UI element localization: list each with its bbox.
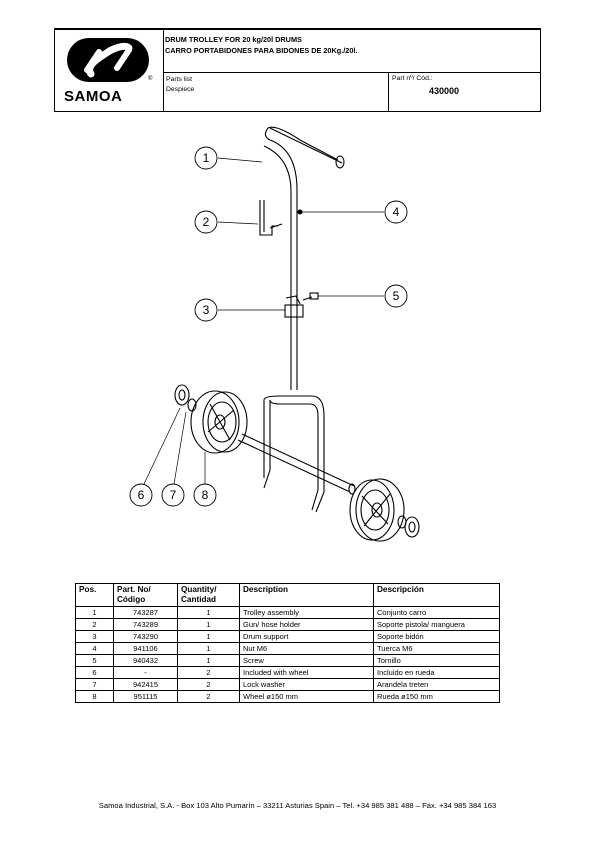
header-divider bbox=[163, 72, 540, 73]
callout-6: 6 bbox=[129, 483, 153, 507]
col-quantity: Quantity/Cantidad bbox=[177, 583, 240, 607]
registered-mark: ® bbox=[148, 76, 153, 82]
part-number: 430000 bbox=[429, 86, 460, 96]
callout-8-label: 8 bbox=[202, 488, 209, 502]
parts-table-header: Pos. Part. No/Código Quantity/Cantidad D… bbox=[75, 583, 500, 607]
callout-8: 8 bbox=[193, 483, 217, 507]
callout-5: 5 bbox=[384, 284, 408, 308]
callout-2-label: 2 bbox=[203, 215, 210, 229]
callout-4: 4 bbox=[384, 200, 408, 224]
header-vertical-divider bbox=[388, 72, 389, 111]
col-description: Description bbox=[239, 583, 374, 607]
callout-4-label: 4 bbox=[393, 205, 400, 219]
callout-bubbles: 1 2 3 4 5 6 7 8 bbox=[129, 146, 408, 507]
callout-6-label: 6 bbox=[138, 488, 145, 502]
parts-list-es: Despiece bbox=[166, 86, 195, 93]
callout-3: 3 bbox=[194, 298, 218, 322]
footer-contact: Samoa Industrial, S.A. - Box 103 Alto Pu… bbox=[98, 801, 497, 810]
col-part-no: Part. No/Código bbox=[113, 583, 178, 607]
col-pos: Pos. bbox=[75, 583, 114, 607]
brand-name: SAMOA bbox=[64, 88, 123, 105]
callout-1-label: 1 bbox=[203, 151, 210, 165]
title-spanish: CARRO PORTABIDONES PARA BIDONES DE 20Kg.… bbox=[165, 46, 358, 55]
col-descripcion: Descripción bbox=[373, 583, 500, 607]
exploded-diagram: 1 2 3 4 5 6 7 8 bbox=[129, 126, 420, 542]
samoa-s-logo-icon bbox=[67, 38, 149, 82]
trolley-drawing bbox=[174, 126, 420, 542]
parts-list-label: Parts list Despiece bbox=[166, 75, 194, 95]
callout-3-label: 3 bbox=[203, 303, 210, 317]
callout-7-label: 7 bbox=[170, 488, 177, 502]
header-box: SAMOA ® DRUM TROLLEY FOR 20 kg/20l DRUMS… bbox=[54, 28, 541, 112]
title-english: DRUM TROLLEY FOR 20 kg/20l DRUMS bbox=[165, 35, 302, 44]
parts-list-en: Parts list bbox=[166, 76, 193, 83]
parts-table: Pos. Part. No/Código Quantity/Cantidad D… bbox=[75, 583, 500, 703]
leader-lines bbox=[143, 157, 384, 485]
callout-2: 2 bbox=[194, 210, 218, 234]
samoa-logo: SAMOA ® bbox=[55, 30, 164, 112]
callout-5-label: 5 bbox=[393, 289, 400, 303]
part-number-label: Part nº/ Cód.: bbox=[392, 75, 433, 82]
callout-7: 7 bbox=[161, 483, 185, 507]
title-block: DRUM TROLLEY FOR 20 kg/20l DRUMS CARRO P… bbox=[165, 34, 357, 56]
callout-1: 1 bbox=[194, 146, 218, 170]
